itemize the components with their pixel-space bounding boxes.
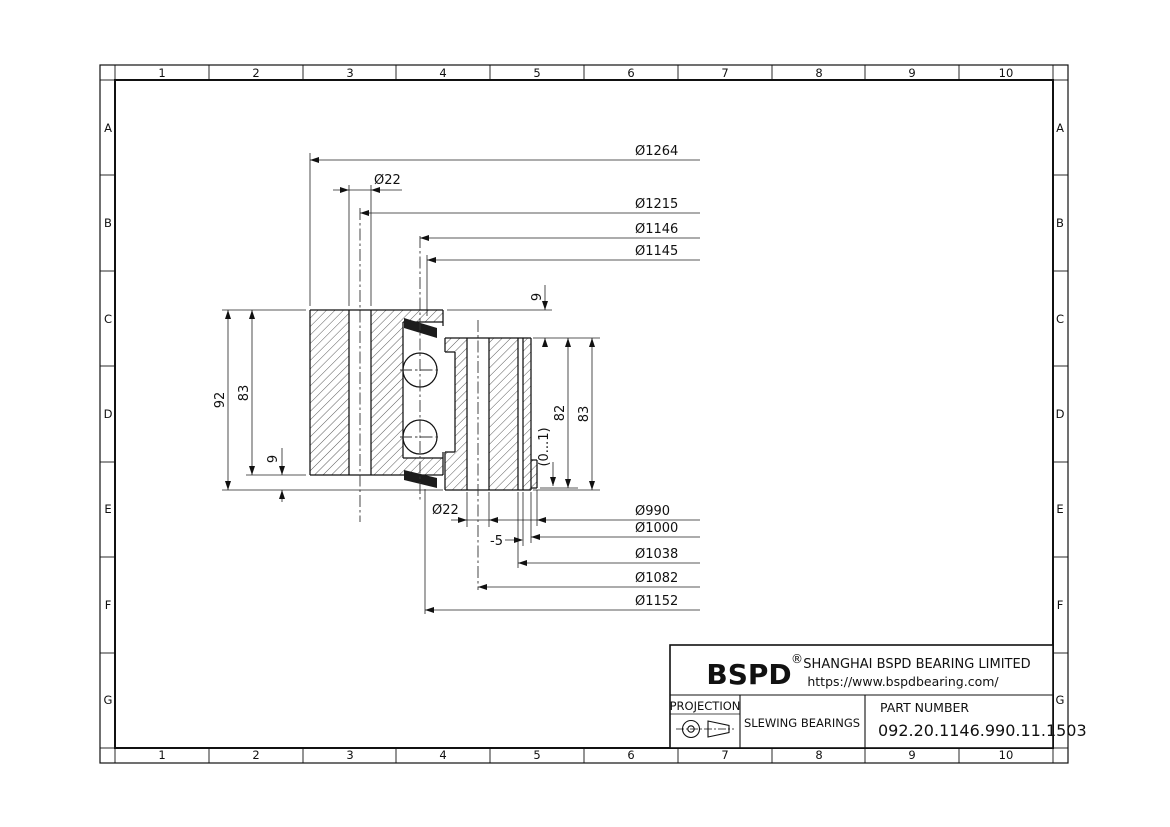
bearing-section — [309, 208, 538, 590]
dim-label-d1152: Ø1152 — [635, 594, 678, 609]
row-label-right: B — [1056, 216, 1064, 230]
seal-bottom — [404, 470, 437, 488]
col-label-top: 10 — [999, 66, 1014, 80]
registered-mark: ® — [791, 652, 803, 666]
row-label-right: D — [1056, 407, 1065, 421]
col-label-bottom: 2 — [252, 748, 259, 762]
col-label-bottom: 4 — [439, 748, 446, 762]
col-label-bottom: 1 — [158, 748, 165, 762]
title-block: BSPD ® SHANGHAI BSPD BEARING LIMITED htt… — [669, 644, 1087, 749]
seal-top — [404, 318, 437, 338]
outer-ring-hatch — [310, 310, 349, 475]
outer-ring-hatch — [371, 310, 403, 475]
col-label-top: 7 — [721, 66, 728, 80]
col-label-top: 8 — [815, 66, 822, 80]
inner-ring-hatch — [489, 338, 518, 490]
dim-label-d1082: Ø1082 — [635, 571, 678, 586]
dim-label-gap: (0...1) — [537, 427, 552, 466]
col-label-top: 4 — [439, 66, 446, 80]
row-label-right: C — [1056, 312, 1064, 326]
row-label-right: E — [1056, 502, 1063, 516]
dim-label-9-left: 9 — [266, 455, 281, 463]
dim-label-9-right: 9 — [530, 293, 545, 301]
row-label-right: G — [1056, 693, 1065, 707]
dim-label-83-right: 83 — [577, 406, 592, 423]
title-block-border — [669, 644, 1054, 749]
dim-label-d1038: Ø1038 — [635, 547, 678, 562]
grid-ticks — [100, 65, 1068, 763]
dimension-arrows — [225, 157, 595, 613]
outer-ring-hatch — [403, 310, 443, 322]
first-angle-projection-icon — [676, 719, 734, 739]
col-label-bottom: 9 — [908, 748, 915, 762]
col-label-bottom: 3 — [346, 748, 353, 762]
seal-lip-hatch — [531, 460, 537, 488]
col-label-top: 5 — [533, 66, 540, 80]
dim-label-d1264: Ø1264 — [635, 144, 678, 159]
col-label-top: 3 — [346, 66, 353, 80]
col-label-top: 6 — [627, 66, 634, 80]
company-website: https://www.bspdbearing.com/ — [807, 674, 999, 689]
col-label-bottom: 7 — [721, 748, 728, 762]
inner-ring-hatch — [455, 338, 467, 490]
dim-label-83-left: 83 — [237, 385, 252, 402]
dim-label-d1145: Ø1145 — [635, 244, 678, 259]
part-number-label: PART NUMBER — [880, 700, 969, 715]
col-label-top: 2 — [252, 66, 259, 80]
row-label-left: B — [104, 216, 112, 230]
hatched-areas — [310, 310, 537, 490]
row-label-left: D — [104, 407, 113, 421]
dimensions: Ø1264 Ø22 Ø1215 Ø1146 Ø1145 Ø990 Ø1000 Ø… — [213, 144, 700, 614]
company-logo: BSPD — [706, 658, 791, 691]
dim-label-offset: -5 — [490, 534, 503, 549]
product-type: SLEWING BEARINGS — [744, 716, 860, 730]
col-label-bottom: 8 — [815, 748, 822, 762]
dim-label-d1215: Ø1215 — [635, 197, 678, 212]
extension-lines — [222, 153, 600, 614]
row-label-left: E — [104, 502, 111, 516]
inner-ring-hatch — [445, 452, 455, 490]
dimension-labels: Ø1264 Ø22 Ø1215 Ø1146 Ø1145 Ø990 Ø1000 Ø… — [213, 144, 678, 609]
part-number-value: 092.20.1146.990.11.1503 — [878, 721, 1087, 740]
col-label-top: 1 — [158, 66, 165, 80]
company-name: SHANGHAI BSPD BEARING LIMITED — [803, 657, 1030, 672]
dim-label-92: 92 — [213, 392, 228, 409]
col-label-bottom: 6 — [627, 748, 634, 762]
col-label-bottom: 5 — [533, 748, 540, 762]
part-outlines — [309, 309, 538, 491]
dim-label-d1146: Ø1146 — [635, 222, 678, 237]
grid-labels: 1 2 3 4 5 6 7 8 9 10 1 2 3 4 5 6 7 8 9 1… — [104, 66, 1065, 762]
outer-ring-hatch — [403, 458, 443, 475]
dim-label-d22-bottom: Ø22 — [432, 503, 459, 518]
col-label-top: 9 — [908, 66, 915, 80]
row-label-left: A — [104, 121, 112, 135]
inner-ring-hatch — [523, 338, 531, 490]
col-label-bottom: 10 — [999, 748, 1014, 762]
centerlines — [359, 208, 479, 590]
dim-label-d22-top: Ø22 — [374, 173, 401, 188]
title-block-dividers — [670, 694, 1053, 748]
dim-label-d990: Ø990 — [635, 504, 670, 519]
dim-label-82: 82 — [553, 405, 568, 422]
row-label-right: A — [1056, 121, 1064, 135]
row-label-left: G — [104, 693, 113, 707]
row-label-left: F — [105, 598, 112, 612]
inner-ring-hatch — [445, 338, 455, 352]
projection-label: PROJECTION — [670, 699, 741, 713]
row-label-left: C — [104, 312, 112, 326]
row-label-right: F — [1057, 598, 1064, 612]
dim-label-d1000: Ø1000 — [635, 521, 678, 536]
